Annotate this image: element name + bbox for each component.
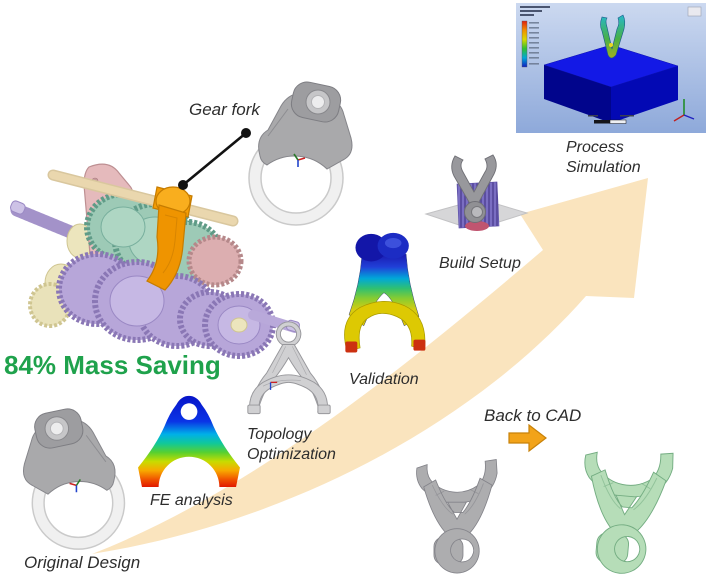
back-to-cad-label: Back to CAD	[484, 406, 582, 425]
mass-saving-text: 84% Mass Saving	[4, 350, 221, 380]
original-design-model-image	[8, 403, 138, 555]
cad-green-model-image	[540, 433, 706, 578]
sim-triad	[673, 99, 695, 122]
build-setup-label: Build Setup	[439, 255, 521, 272]
gear-fork-callout-label: Gear fork	[189, 100, 260, 119]
sim-header-text	[520, 6, 550, 16]
validation-label: Validation	[349, 371, 419, 388]
sim-legend-ticks	[529, 22, 539, 65]
validation-model-image	[344, 232, 426, 353]
gear-fork-callout-line	[178, 128, 251, 190]
original-design-label: Original Design	[24, 553, 141, 572]
sim-scalebar	[588, 115, 634, 124]
cad-gray-model-image	[400, 451, 514, 578]
gearbox-assembly-image	[9, 163, 300, 359]
topology-model-image	[247, 321, 331, 415]
process-simulation-label: Process Simulation	[566, 139, 641, 176]
sim-logo	[687, 6, 702, 17]
process-simulation-screenshot	[516, 3, 706, 133]
back-to-cad-arrow-icon	[508, 424, 547, 453]
topology-optimization-label: Topology Optimization	[247, 426, 336, 463]
build-setup-image	[424, 154, 529, 231]
fe-analysis-model-image	[138, 395, 240, 488]
fe-analysis-label: FE analysis	[150, 492, 233, 509]
sim-legend-colorbar	[521, 20, 528, 68]
gear-fork-model-image	[244, 76, 359, 231]
